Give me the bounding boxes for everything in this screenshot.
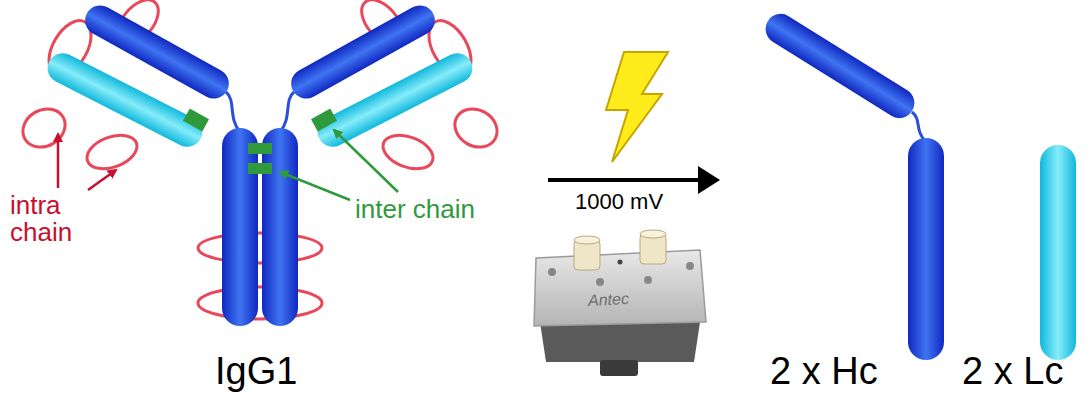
leader-arrows: [58, 130, 398, 200]
device-brand: Antec: [588, 291, 630, 310]
electrochemical-cell: [534, 230, 706, 376]
intra-chain-loops: [16, 0, 504, 319]
light-chain-label: 2 x Lc: [962, 352, 1063, 392]
inter-chain-bonds: [183, 109, 337, 174]
heavy-chain-label: 2 x Hc: [770, 352, 878, 392]
voltage-label: 1000 mV: [575, 190, 663, 213]
igg1-chains: [42, 0, 477, 326]
inter-chain-label: inter chain: [355, 196, 475, 223]
lightning-bolt: [606, 52, 668, 162]
molecule-label: IgG1: [215, 352, 297, 392]
reduced-chains: [760, 8, 1076, 360]
intra-chain-label: intra chain: [10, 192, 110, 247]
